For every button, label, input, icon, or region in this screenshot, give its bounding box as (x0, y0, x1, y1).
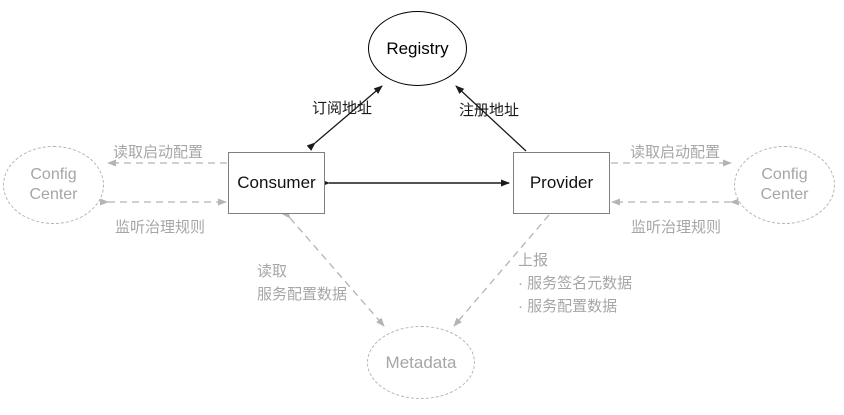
edge-label-listen-governance-rules-right: 监听治理规则 (630, 219, 721, 236)
edge-consumer-registry (306, 85, 383, 151)
node-consumer-label: Consumer (237, 173, 316, 192)
node-config-center-left-label-line1: Config (30, 166, 77, 183)
node-config-center-right-label-line1: Config (761, 166, 808, 183)
edge-provider-metadata (453, 214, 550, 327)
node-config-center-left: Config Center (3, 146, 104, 224)
node-provider: Provider (513, 152, 610, 214)
edge-label-read-startup-config-left: 读取启动配置 (112, 144, 203, 161)
node-config-center-left-label-line2: Center (29, 186, 78, 203)
edge-label-read-startup-config-right: 读取启动配置 (629, 144, 720, 161)
edge-label-consumer-metadata-line2: 服务配置数据 (257, 286, 348, 303)
node-registry: Registry (368, 11, 467, 86)
edge-label-register-address: 注册地址 (459, 102, 520, 119)
node-config-center-right: Config Center (734, 146, 835, 224)
edge-label-provider-metadata-line3: · 服务配置数据 (518, 298, 618, 315)
edge-label-provider-metadata: 上报 · 服务签名元数据 · 服务配置数据 (518, 249, 632, 318)
edge-label-consumer-metadata-line1: 读取 (257, 263, 288, 280)
edge-label-provider-metadata-line2: · 服务签名元数据 (518, 275, 633, 292)
node-metadata-label: Metadata (385, 352, 457, 372)
edge-label-subscribe-address: 订阅地址 (312, 100, 373, 117)
edge-label-listen-governance-rules-left: 监听治理规则 (114, 219, 205, 236)
node-provider-label: Provider (529, 173, 594, 192)
node-registry-label: Registry (386, 38, 449, 58)
edge-provider-registry (455, 85, 527, 152)
node-consumer: Consumer (228, 152, 325, 214)
edge-label-consumer-metadata: 读取 服务配置数据 (257, 260, 347, 306)
node-metadata: Metadata (367, 326, 475, 399)
edge-label-provider-metadata-line1: 上报 (518, 252, 549, 269)
node-config-center-right-label-line2: Center (760, 186, 809, 203)
